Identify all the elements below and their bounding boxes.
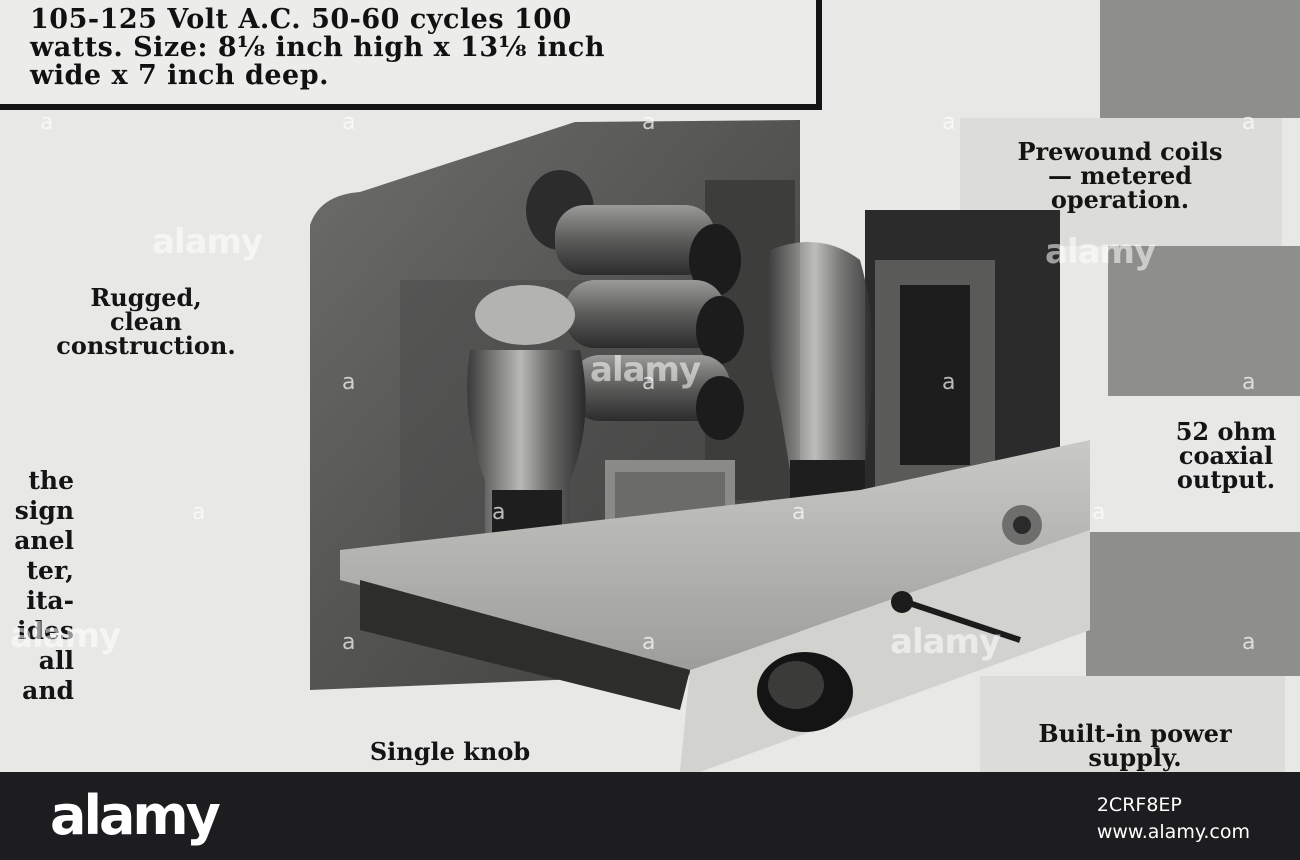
tube-top xyxy=(475,285,575,345)
probe-head xyxy=(891,591,913,613)
body-line: the xyxy=(28,466,74,495)
body-line: all xyxy=(38,646,74,675)
watermark-text: alamy xyxy=(590,350,701,390)
coil-form xyxy=(565,280,725,348)
scanned-page: 105-125 Volt A.C. 50-60 cycles 100 watts… xyxy=(0,0,1300,772)
watermark-text: alamy xyxy=(152,222,263,262)
coil-end xyxy=(689,224,741,296)
watermark-text: alamy xyxy=(10,616,121,656)
watermark-mark: a xyxy=(1092,500,1106,525)
watermark-mark: a xyxy=(1242,370,1256,395)
watermark-mark: a xyxy=(642,630,656,655)
watermark-mark: a xyxy=(942,110,956,135)
watermark-mark: a xyxy=(792,500,806,525)
watermark-mark: a xyxy=(642,110,656,135)
body-line: ides xyxy=(17,616,74,645)
spec-text: 105-125 Volt A.C. 50-60 cycles 100 watts… xyxy=(30,4,605,91)
watermark-mark: a xyxy=(942,370,956,395)
halftone-panel xyxy=(1108,246,1300,396)
chassis-deck xyxy=(340,440,1090,670)
body-line: and xyxy=(22,676,74,705)
chassis-underside xyxy=(360,580,690,710)
watermark-mark: a xyxy=(342,110,356,135)
probe-rod xyxy=(899,597,1021,643)
body-line: ter, xyxy=(26,556,74,585)
transformer-window xyxy=(900,285,970,465)
caption-panel xyxy=(980,676,1285,772)
halftone-panel xyxy=(1086,532,1300,676)
coil-form xyxy=(570,355,730,421)
body-line: anel xyxy=(14,526,74,555)
watermark-text: alamy xyxy=(1045,232,1156,272)
caption-coaxial: 52 ohm coaxial output. xyxy=(1175,417,1277,494)
caption-rugged: Rugged, clean construction. xyxy=(56,283,236,360)
knob-cap xyxy=(768,661,824,709)
coil-end xyxy=(696,296,744,364)
body-text-fragment: the sign anel ter, ita- ides all and xyxy=(4,466,74,706)
caption-single-knob: Single knob xyxy=(369,737,531,766)
transmitter-photo xyxy=(310,120,1090,772)
watermark-mark: a xyxy=(40,110,54,135)
coil-form xyxy=(555,205,715,275)
image-credit: 2CRF8EP www.alamy.com xyxy=(1097,792,1250,846)
watermark-mark: a xyxy=(1242,110,1256,135)
watermark-mark: a xyxy=(642,370,656,395)
halftone-panel xyxy=(1100,0,1300,118)
watermark-mark: a xyxy=(342,370,356,395)
connector-center xyxy=(1013,516,1031,534)
coil-end xyxy=(696,376,744,440)
rectifier-tube xyxy=(766,242,874,470)
image-id: 2CRF8EP xyxy=(1096,794,1182,816)
body-line: ita- xyxy=(26,586,74,615)
watermark-mark: a xyxy=(1242,630,1256,655)
stock-footer: alamy 2CRF8EP www.alamy.com xyxy=(0,772,1300,860)
site-url: www.alamy.com xyxy=(1096,821,1250,843)
caption-prewound: Prewound coils — metered operation. xyxy=(1017,137,1223,214)
spec-box: 105-125 Volt A.C. 50-60 cycles 100 watts… xyxy=(0,0,822,110)
caption-power: Built-in power supply. xyxy=(1038,719,1232,772)
watermark-mark: a xyxy=(192,500,206,525)
watermark-mark: a xyxy=(342,630,356,655)
alamy-logo: alamy xyxy=(50,784,221,847)
body-line: sign xyxy=(14,496,74,525)
watermark-mark: a xyxy=(492,500,506,525)
watermark-text: alamy xyxy=(890,622,1001,662)
